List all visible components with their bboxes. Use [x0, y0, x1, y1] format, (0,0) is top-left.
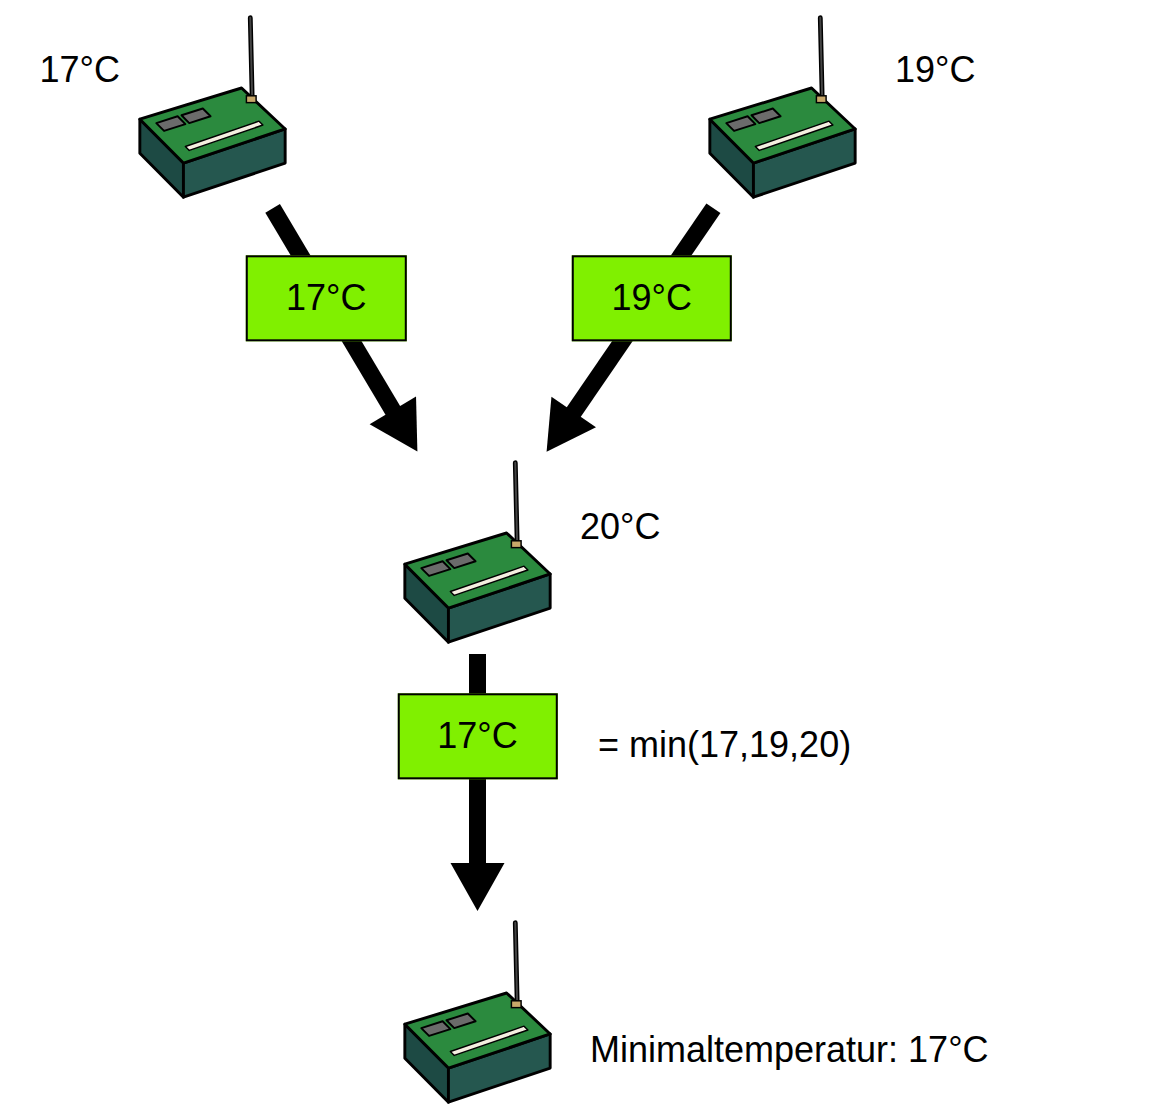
arrow-head	[451, 863, 505, 911]
temperature-text: 17°C	[40, 49, 120, 90]
temperature-text: Minimaltemperatur: 17°C	[590, 1029, 989, 1070]
sensor-node: 17°C	[135, 10, 290, 205]
sensor-icon	[135, 10, 290, 205]
sensor-node: 20°C	[400, 455, 555, 650]
temperature-text: 20°C	[580, 506, 660, 547]
sensor-node: Minimaltemperatur: 17°C	[400, 915, 555, 1110]
message-box: 17°C	[397, 694, 557, 779]
message-box: 19°C	[571, 256, 731, 341]
sensor-node: 19°C	[705, 10, 860, 205]
sensor-icon	[400, 455, 555, 650]
arrow-head	[370, 397, 418, 452]
sensor-drawing	[405, 463, 550, 642]
sensor-drawing	[405, 923, 550, 1102]
formula-label: = min(17,19,20)	[598, 724, 851, 765]
sensor-icon	[400, 915, 555, 1110]
sensor-drawing	[140, 18, 285, 197]
temperature-text: 19°C	[895, 49, 975, 90]
sensor-icon	[705, 10, 860, 205]
arrow-head	[547, 397, 596, 452]
sensor-drawing	[710, 18, 855, 197]
message-box: 17°C	[246, 256, 406, 341]
